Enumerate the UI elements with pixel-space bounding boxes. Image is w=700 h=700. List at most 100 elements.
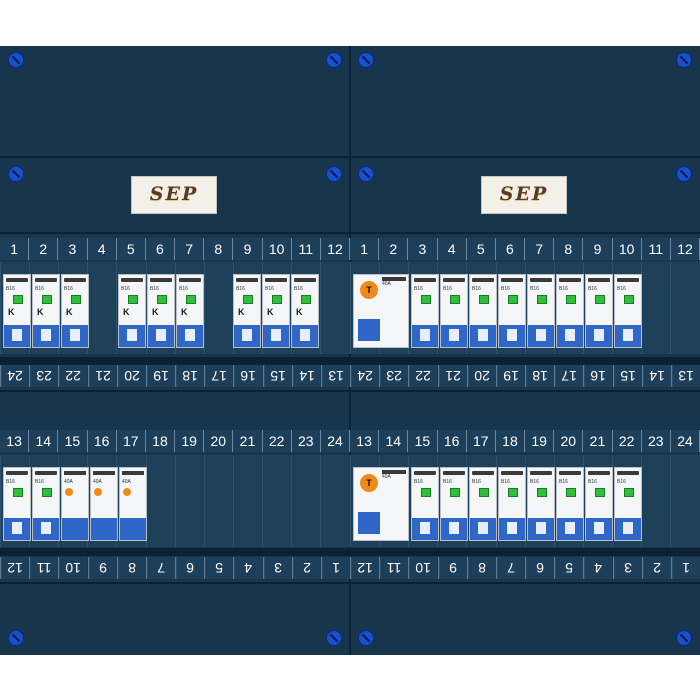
breaker-toggle[interactable] bbox=[586, 325, 612, 347]
breaker-toggle[interactable] bbox=[62, 325, 88, 347]
breaker-toggle[interactable] bbox=[263, 325, 289, 347]
rcd-toggle[interactable] bbox=[358, 319, 380, 341]
module-number: 15 bbox=[262, 365, 292, 387]
status-indicator-icon bbox=[421, 488, 431, 497]
rcbo-toggle[interactable] bbox=[120, 518, 146, 540]
brand-label bbox=[35, 471, 57, 475]
module-number: 23 bbox=[29, 365, 59, 387]
breaker-toggle[interactable] bbox=[441, 518, 467, 540]
brand-label bbox=[294, 278, 316, 282]
module-number: 17 bbox=[204, 365, 234, 387]
breaker-toggle[interactable] bbox=[528, 325, 554, 347]
breaker-toggle[interactable] bbox=[148, 325, 174, 347]
circuit-breaker[interactable]: B16 bbox=[440, 467, 468, 541]
test-button[interactable]: T bbox=[360, 474, 378, 492]
breaker-rating: B16 bbox=[414, 286, 423, 292]
empty-slot bbox=[0, 262, 28, 354]
breaker-rating: B16 bbox=[501, 479, 510, 485]
rcbo-rating: 40A bbox=[122, 479, 131, 485]
circuit-breaker[interactable]: B16 bbox=[556, 467, 584, 541]
brand-label bbox=[472, 471, 494, 475]
rcbo-breaker[interactable]: 40A bbox=[119, 467, 147, 541]
circuit-breaker[interactable]: B16 bbox=[585, 467, 613, 541]
circuit-breaker[interactable]: B16 bbox=[498, 467, 526, 541]
breaker-toggle[interactable] bbox=[412, 325, 438, 347]
circuit-breaker[interactable]: B16 bbox=[32, 467, 60, 541]
test-button[interactable] bbox=[94, 488, 102, 496]
breaker-toggle[interactable] bbox=[528, 518, 554, 540]
module-number: 2 bbox=[379, 238, 409, 260]
breaker-toggle[interactable] bbox=[557, 518, 583, 540]
breaker-toggle[interactable] bbox=[234, 325, 260, 347]
circuit-breaker[interactable]: B16 bbox=[469, 274, 497, 348]
module-number: 17 bbox=[466, 430, 496, 452]
circuit-breaker[interactable]: B16 bbox=[411, 274, 439, 348]
panel-seam bbox=[0, 156, 700, 158]
module-number: 6 bbox=[175, 557, 205, 579]
circuit-breaker[interactable]: B16 bbox=[556, 274, 584, 348]
circuit-breaker[interactable]: B16 bbox=[527, 274, 555, 348]
brand-label bbox=[617, 278, 639, 282]
module-number: 24 bbox=[0, 365, 30, 387]
breaker-toggle[interactable] bbox=[557, 325, 583, 347]
test-button[interactable] bbox=[65, 488, 73, 496]
circuit-breaker[interactable]: B16 bbox=[527, 467, 555, 541]
breaker-toggle[interactable] bbox=[499, 518, 525, 540]
module-number: 19 bbox=[175, 430, 205, 452]
circuit-breaker[interactable]: B16 bbox=[440, 274, 468, 348]
brand-label bbox=[64, 278, 86, 282]
breaker-toggle[interactable] bbox=[615, 325, 641, 347]
breaker-toggle[interactable] bbox=[470, 518, 496, 540]
rcbo-breaker[interactable]: 40A bbox=[61, 467, 89, 541]
rcbo-breaker[interactable]: 40A bbox=[90, 467, 118, 541]
breaker-toggle[interactable] bbox=[615, 518, 641, 540]
status-indicator-icon bbox=[566, 488, 576, 497]
brand-label bbox=[559, 278, 581, 282]
breaker-toggle[interactable] bbox=[441, 325, 467, 347]
breaker-toggle[interactable] bbox=[119, 325, 145, 347]
module-number: 17 bbox=[116, 430, 146, 452]
breaker-toggle[interactable] bbox=[470, 325, 496, 347]
breaker-toggle[interactable] bbox=[33, 325, 59, 347]
screw-icon bbox=[8, 166, 24, 182]
test-button[interactable] bbox=[123, 488, 131, 496]
breaker-toggle[interactable] bbox=[4, 325, 30, 347]
breaker-toggle[interactable] bbox=[177, 325, 203, 347]
circuit-breaker[interactable]: B16 bbox=[614, 274, 642, 348]
breaker-toggle[interactable] bbox=[292, 325, 318, 347]
circuit-breaker[interactable]: B16 bbox=[3, 467, 31, 541]
circuit-breaker[interactable]: B16 bbox=[498, 274, 526, 348]
module-number: 2 bbox=[29, 238, 59, 260]
test-button[interactable]: T bbox=[360, 281, 378, 299]
rcbo-toggle[interactable] bbox=[91, 518, 117, 540]
breaker-toggle[interactable] bbox=[499, 325, 525, 347]
breaker-toggle[interactable] bbox=[586, 518, 612, 540]
rcd-toggle[interactable] bbox=[358, 512, 380, 534]
rcbo-rating: 40A bbox=[93, 479, 102, 485]
circuit-breaker[interactable]: B16 bbox=[585, 274, 613, 348]
module-number: 8 bbox=[554, 238, 584, 260]
circuit-breaker[interactable]: B16 bbox=[469, 467, 497, 541]
screw-icon bbox=[8, 52, 24, 68]
circuit-breaker[interactable]: B16 bbox=[614, 467, 642, 541]
breaker-toggle[interactable] bbox=[4, 518, 30, 540]
circuit-breaker[interactable]: B16 bbox=[411, 467, 439, 541]
rcbo-toggle[interactable] bbox=[62, 518, 88, 540]
breaker-toggle[interactable] bbox=[33, 518, 59, 540]
breaker-toggle[interactable] bbox=[412, 518, 438, 540]
empty-slot bbox=[232, 455, 261, 547]
